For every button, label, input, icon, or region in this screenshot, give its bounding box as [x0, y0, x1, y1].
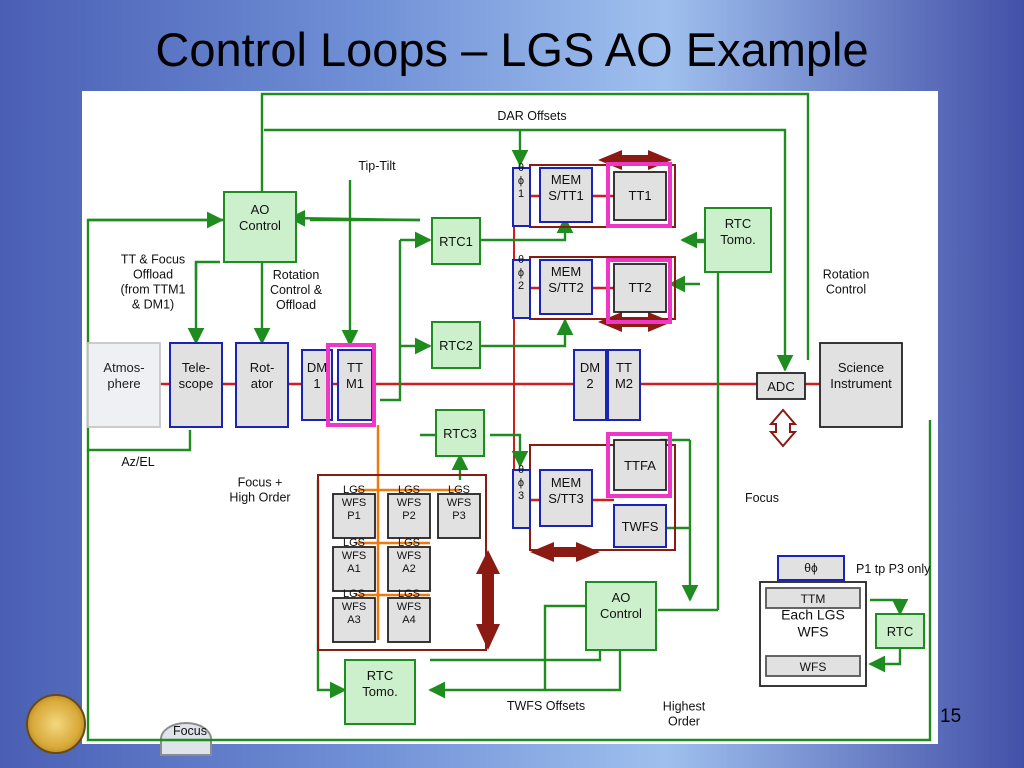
blue-blocks	[169, 167, 845, 581]
caltech-seal-logo	[26, 694, 86, 754]
focus-high-order-label: Focus +High Order	[229, 476, 290, 505]
highlight-frames	[326, 162, 672, 498]
atmosphere-block: Atmos-phere	[103, 360, 144, 391]
rtc1-block: RTC1	[439, 234, 473, 249]
control-lines	[86, 92, 932, 742]
ttfa-block: TTFA	[624, 458, 656, 473]
focus-right-label: Focus	[745, 491, 779, 505]
slide-title: Control Loops – LGS AO Example	[155, 23, 869, 76]
rotator-block: Rot-ator	[250, 360, 275, 391]
p1-to-p3-only-label: P1 tp P3 only	[856, 562, 931, 576]
legend-wfs-block: WFS	[800, 660, 827, 674]
tt1-block: TT1	[628, 188, 651, 203]
focus-bottom-label: Focus	[173, 724, 207, 738]
adc-block: ADC	[767, 379, 794, 394]
tip-tilt-label: Tip-Tilt	[358, 159, 396, 173]
dar-offsets-label: DAR Offsets	[497, 109, 566, 123]
legend-theta-phi-block: θϕ	[804, 561, 818, 575]
az-el-label: Az/EL	[121, 455, 154, 469]
green-blocks	[223, 191, 925, 725]
rtc3-block: RTC3	[443, 426, 477, 441]
twfs-block: TWFS	[622, 519, 659, 534]
rtc-legend-block: RTC	[887, 624, 913, 639]
page-number: 15	[940, 706, 962, 727]
telescope-block: Tele-scope	[179, 360, 214, 391]
lgs-wfs-lines	[355, 425, 460, 640]
gray-blocks	[87, 171, 903, 687]
tt2-block: TT2	[628, 280, 651, 295]
legend-ttm-block: TTM	[801, 592, 826, 606]
twfs-offsets-label: TWFS Offsets	[507, 699, 585, 713]
rtc2-block: RTC2	[439, 338, 473, 353]
